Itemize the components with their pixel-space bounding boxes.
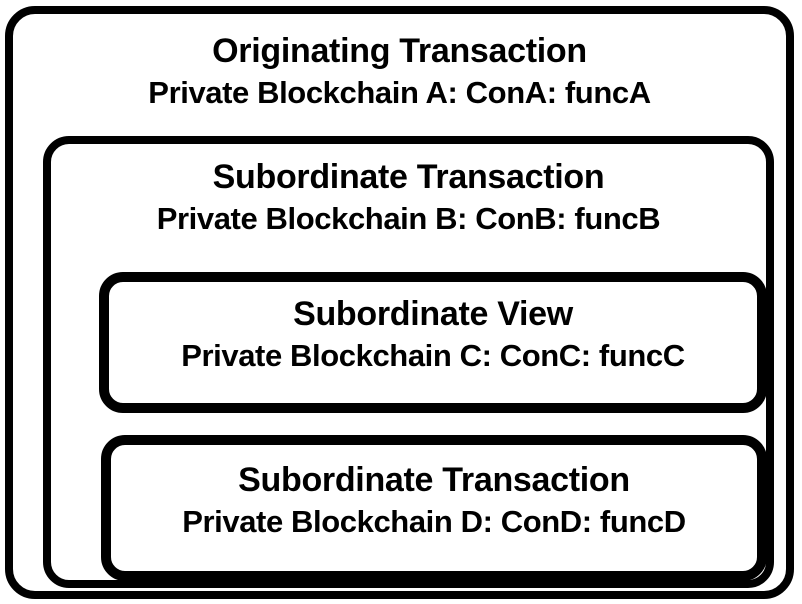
box-subordinate-transaction-d-labels: Subordinate Transaction Private Blockcha… — [111, 463, 757, 537]
box-originating-transaction-detail: Private Blockchain A: ConA: funcA — [148, 75, 651, 110]
box-subordinate-view-c: Subordinate View Private Blockchain C: C… — [99, 272, 767, 413]
box-subordinate-view-c-title: Subordinate View — [293, 295, 573, 333]
box-subordinate-transaction-b: Subordinate Transaction Private Blockcha… — [43, 136, 774, 588]
box-subordinate-transaction-d-detail: Private Blockchain D: ConD: funcD — [182, 504, 686, 539]
box-subordinate-transaction-d: Subordinate Transaction Private Blockcha… — [101, 435, 767, 581]
box-originating-transaction-title: Originating Transaction — [212, 32, 587, 70]
box-subordinate-view-c-labels: Subordinate View Private Blockchain C: C… — [109, 297, 757, 371]
box-subordinate-transaction-b-labels: Subordinate Transaction Private Blockcha… — [51, 160, 766, 234]
box-subordinate-transaction-b-title: Subordinate Transaction — [212, 158, 605, 196]
box-subordinate-transaction-d-title: Subordinate Transaction — [238, 461, 630, 499]
box-originating-transaction-labels: Originating Transaction Private Blockcha… — [13, 34, 786, 108]
box-subordinate-view-c-detail: Private Blockchain C: ConC: funcC — [181, 338, 685, 373]
box-originating-transaction: Originating Transaction Private Blockcha… — [5, 6, 794, 599]
box-subordinate-transaction-b-detail: Private Blockchain B: ConB: funcB — [156, 201, 661, 236]
